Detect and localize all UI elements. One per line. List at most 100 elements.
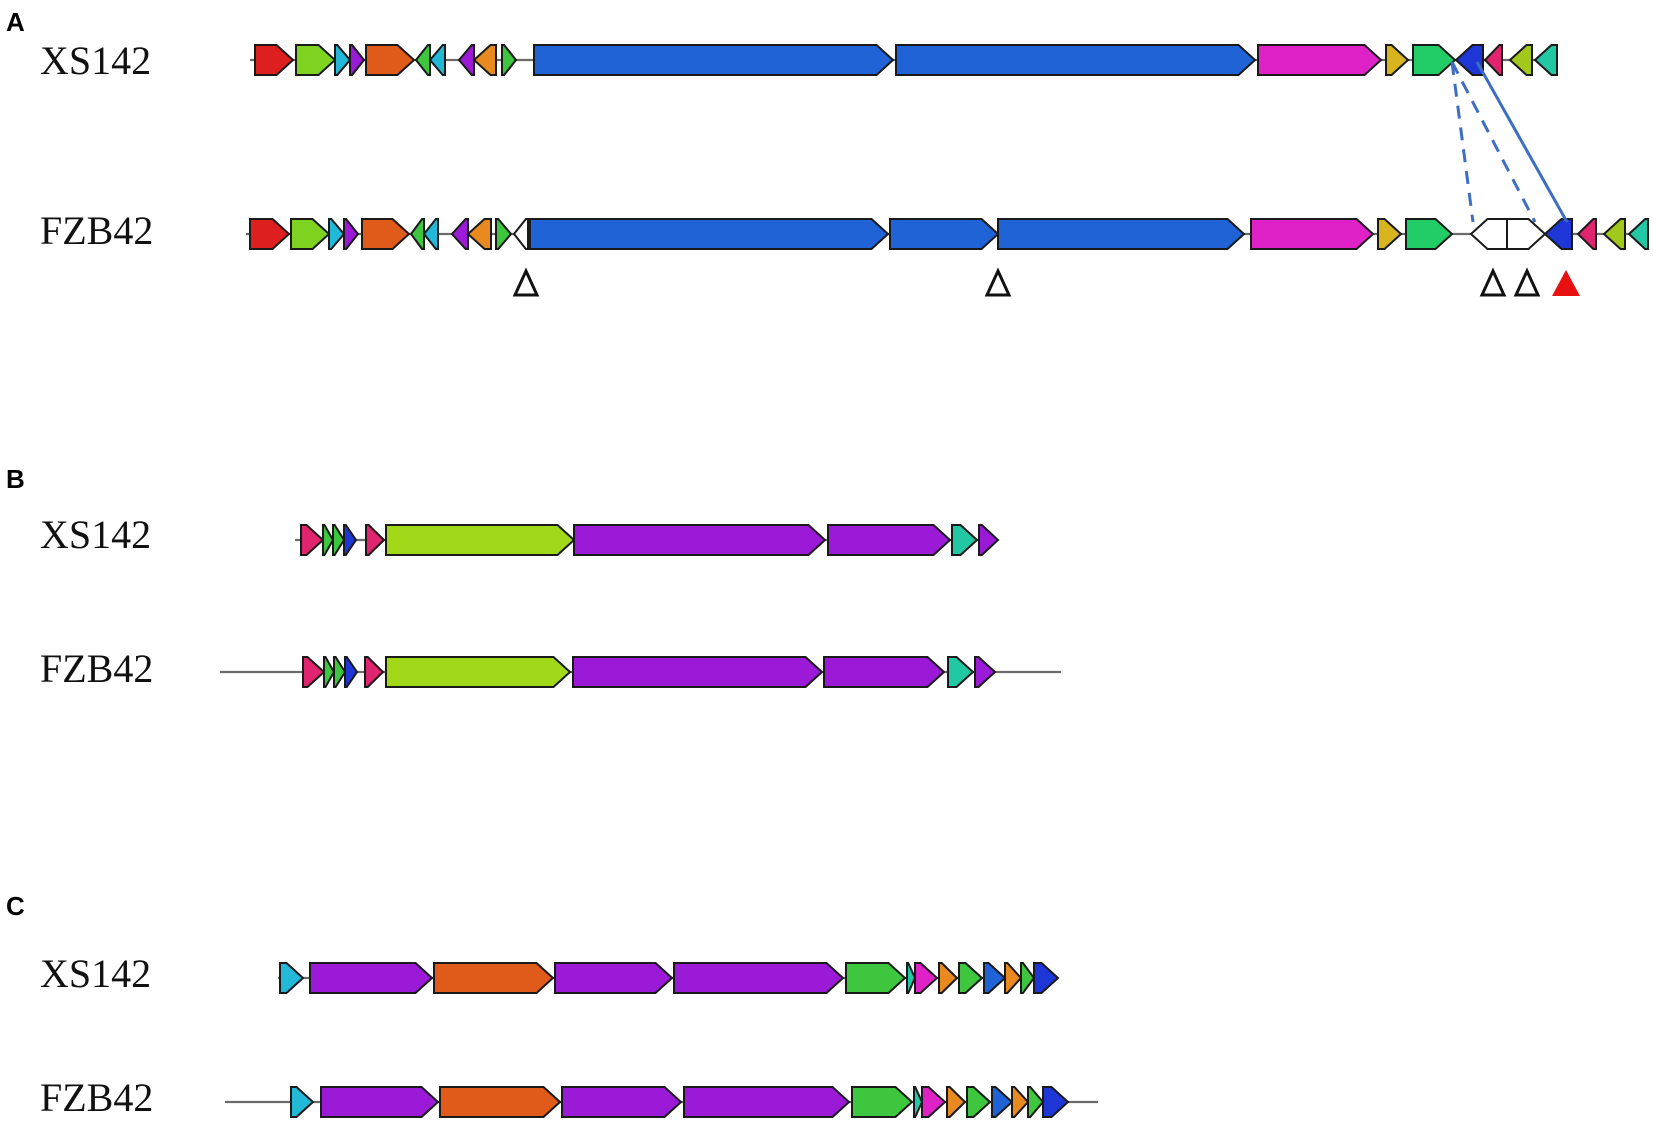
gene-arrow-a-fzb42-8 bbox=[450, 218, 469, 250]
gene-arrow-b-fzb42-3 bbox=[333, 656, 347, 688]
gene-arrow-c-xs142-10 bbox=[958, 962, 984, 994]
link-dashed-1 bbox=[1450, 61, 1475, 223]
gene-arrow-a-fzb42-3 bbox=[328, 218, 346, 250]
gene-arrow-b-fzb42-1 bbox=[302, 656, 326, 688]
gene-arrow-c-fzb42-9 bbox=[946, 1086, 967, 1118]
gene-arrow-b-xs142-4 bbox=[343, 524, 358, 556]
marker-open-triangle-1 bbox=[512, 267, 540, 297]
gene-arrow-a-xs142-13 bbox=[1257, 44, 1383, 76]
gene-arrow-a-xs142-3 bbox=[334, 44, 352, 76]
gene-arrow-a-fzb42-7 bbox=[422, 218, 439, 250]
gene-arrow-c-xs142-11 bbox=[983, 962, 1007, 994]
marker-open-triangle-2 bbox=[984, 267, 1012, 297]
gene-arrow-c-xs142-8 bbox=[914, 962, 939, 994]
gene-arrow-b-fzb42-2 bbox=[323, 656, 336, 688]
gene-arrow-c-xs142-1 bbox=[279, 962, 305, 994]
gene-arrow-a-xs142-17 bbox=[1483, 44, 1503, 76]
gene-arrow-a-xs142-9 bbox=[472, 44, 497, 76]
gene-arrow-a-fzb42-14 bbox=[997, 218, 1246, 250]
gene-arrow-a-xs142-1 bbox=[254, 44, 295, 76]
gene-arrow-a-fzb42-20 bbox=[1543, 218, 1573, 250]
gene-arrow-b-fzb42-10 bbox=[974, 656, 997, 688]
gene-arrow-a-fzb42-6 bbox=[409, 218, 425, 250]
gene-arrow-c-fzb42-7 bbox=[913, 1086, 924, 1118]
gene-arrow-c-fzb42-5 bbox=[683, 1086, 851, 1118]
gene-arrow-c-fzb42-8 bbox=[921, 1086, 947, 1118]
gene-arrow-a-xs142-5 bbox=[365, 44, 416, 76]
gene-arrow-a-xs142-19 bbox=[1533, 44, 1558, 76]
gene-arrow-a-fzb42-12 bbox=[529, 218, 890, 250]
gene-arrow-c-xs142-2 bbox=[309, 962, 434, 994]
gene-arrow-b-fzb42-9 bbox=[947, 656, 975, 688]
gene-track-c-xs142 bbox=[279, 962, 1060, 994]
gene-arrow-b-xs142-8 bbox=[827, 524, 952, 556]
gene-arrow-b-xs142-9 bbox=[951, 524, 979, 556]
gene-arrow-a-fzb42-5 bbox=[361, 218, 411, 250]
gene-arrow-c-xs142-3 bbox=[433, 962, 555, 994]
gene-arrow-a-fzb42-21 bbox=[1576, 218, 1597, 250]
marker-open-triangle-3 bbox=[1479, 267, 1507, 297]
gene-arrow-a-fzb42-2 bbox=[290, 218, 331, 250]
gene-track-c-fzb42 bbox=[290, 1086, 1070, 1118]
gene-arrow-b-fzb42-5 bbox=[364, 656, 385, 688]
gene-arrow-b-xs142-10 bbox=[978, 524, 1000, 556]
gene-arrow-c-xs142-7 bbox=[906, 962, 917, 994]
strain-label-b-fzb42: FZB42 bbox=[40, 646, 153, 691]
gene-arrow-a-fzb42-17 bbox=[1405, 218, 1454, 250]
gene-arrow-a-xs142-14 bbox=[1385, 44, 1410, 76]
marker-open-triangle-4 bbox=[1513, 267, 1541, 297]
gene-arrow-c-fzb42-13 bbox=[1027, 1086, 1045, 1118]
gene-arrow-b-fzb42-6 bbox=[385, 656, 572, 688]
gene-arrow-a-xs142-8 bbox=[457, 44, 475, 76]
gene-arrow-a-fzb42-10 bbox=[495, 218, 513, 250]
gene-arrow-c-fzb42-1 bbox=[290, 1086, 315, 1118]
strain-label-c-xs142: XS142 bbox=[40, 951, 151, 996]
gene-arrow-b-xs142-6 bbox=[385, 524, 576, 556]
gene-arrow-c-xs142-6 bbox=[845, 962, 907, 994]
gene-arrow-c-xs142-5 bbox=[673, 962, 845, 994]
gene-arrow-a-xs142-16 bbox=[1454, 44, 1484, 76]
gene-arrow-b-xs142-3 bbox=[332, 524, 346, 556]
gene-arrow-c-xs142-12 bbox=[1004, 962, 1023, 994]
gene-track-b-xs142 bbox=[300, 524, 1000, 556]
gene-arrow-a-fzb42-23 bbox=[1627, 218, 1649, 250]
panel-letter-b: B bbox=[6, 464, 25, 494]
gene-arrow-b-fzb42-7 bbox=[572, 656, 824, 688]
gene-arrow-c-fzb42-11 bbox=[991, 1086, 1014, 1118]
gene-arrow-c-fzb42-4 bbox=[561, 1086, 683, 1118]
gene-arrow-c-xs142-9 bbox=[938, 962, 959, 994]
strain-label-a-fzb42: FZB42 bbox=[40, 208, 153, 253]
gene-arrow-a-xs142-6 bbox=[414, 44, 431, 76]
gene-arrow-c-xs142-4 bbox=[554, 962, 674, 994]
gene-track-b-fzb42 bbox=[302, 656, 997, 688]
link-dashed-2 bbox=[1450, 61, 1537, 223]
gene-arrow-c-fzb42-3 bbox=[439, 1086, 562, 1118]
gene-arrow-a-fzb42-16 bbox=[1377, 218, 1403, 250]
gene-arrow-a-xs142-2 bbox=[295, 44, 337, 76]
gene-arrow-a-fzb42-22 bbox=[1602, 218, 1626, 250]
panel-letter-a: A bbox=[6, 7, 25, 37]
marker-filled-triangle bbox=[1552, 270, 1580, 296]
gene-track-a-xs142 bbox=[254, 44, 1558, 76]
gene-arrow-c-xs142-13 bbox=[1020, 962, 1036, 994]
gene-arrow-a-fzb42-18 bbox=[1469, 218, 1508, 250]
gene-arrow-a-xs142-12 bbox=[895, 44, 1257, 76]
gene-arrow-a-fzb42-13 bbox=[889, 218, 1000, 250]
strain-label-b-xs142: XS142 bbox=[40, 512, 151, 557]
gene-arrow-c-fzb42-6 bbox=[851, 1086, 914, 1118]
gene-arrow-a-xs142-10 bbox=[501, 44, 518, 76]
gene-arrow-c-xs142-14 bbox=[1033, 962, 1060, 994]
gene-arrow-b-xs142-2 bbox=[322, 524, 335, 556]
gene-arrow-a-fzb42-11 bbox=[512, 218, 529, 250]
gene-arrow-a-fzb42-4 bbox=[343, 218, 360, 250]
gene-arrow-a-fzb42-1 bbox=[249, 218, 291, 250]
gene-arrow-a-xs142-7 bbox=[428, 44, 446, 76]
strain-label-c-fzb42: FZB42 bbox=[40, 1075, 153, 1120]
gene-arrow-b-fzb42-8 bbox=[823, 656, 946, 688]
gene-arrow-c-fzb42-2 bbox=[320, 1086, 440, 1118]
gene-arrow-a-fzb42-9 bbox=[466, 218, 492, 250]
link-solid bbox=[1475, 61, 1569, 223]
gene-arrow-a-xs142-18 bbox=[1508, 44, 1533, 76]
gene-arrow-a-xs142-4 bbox=[349, 44, 366, 76]
